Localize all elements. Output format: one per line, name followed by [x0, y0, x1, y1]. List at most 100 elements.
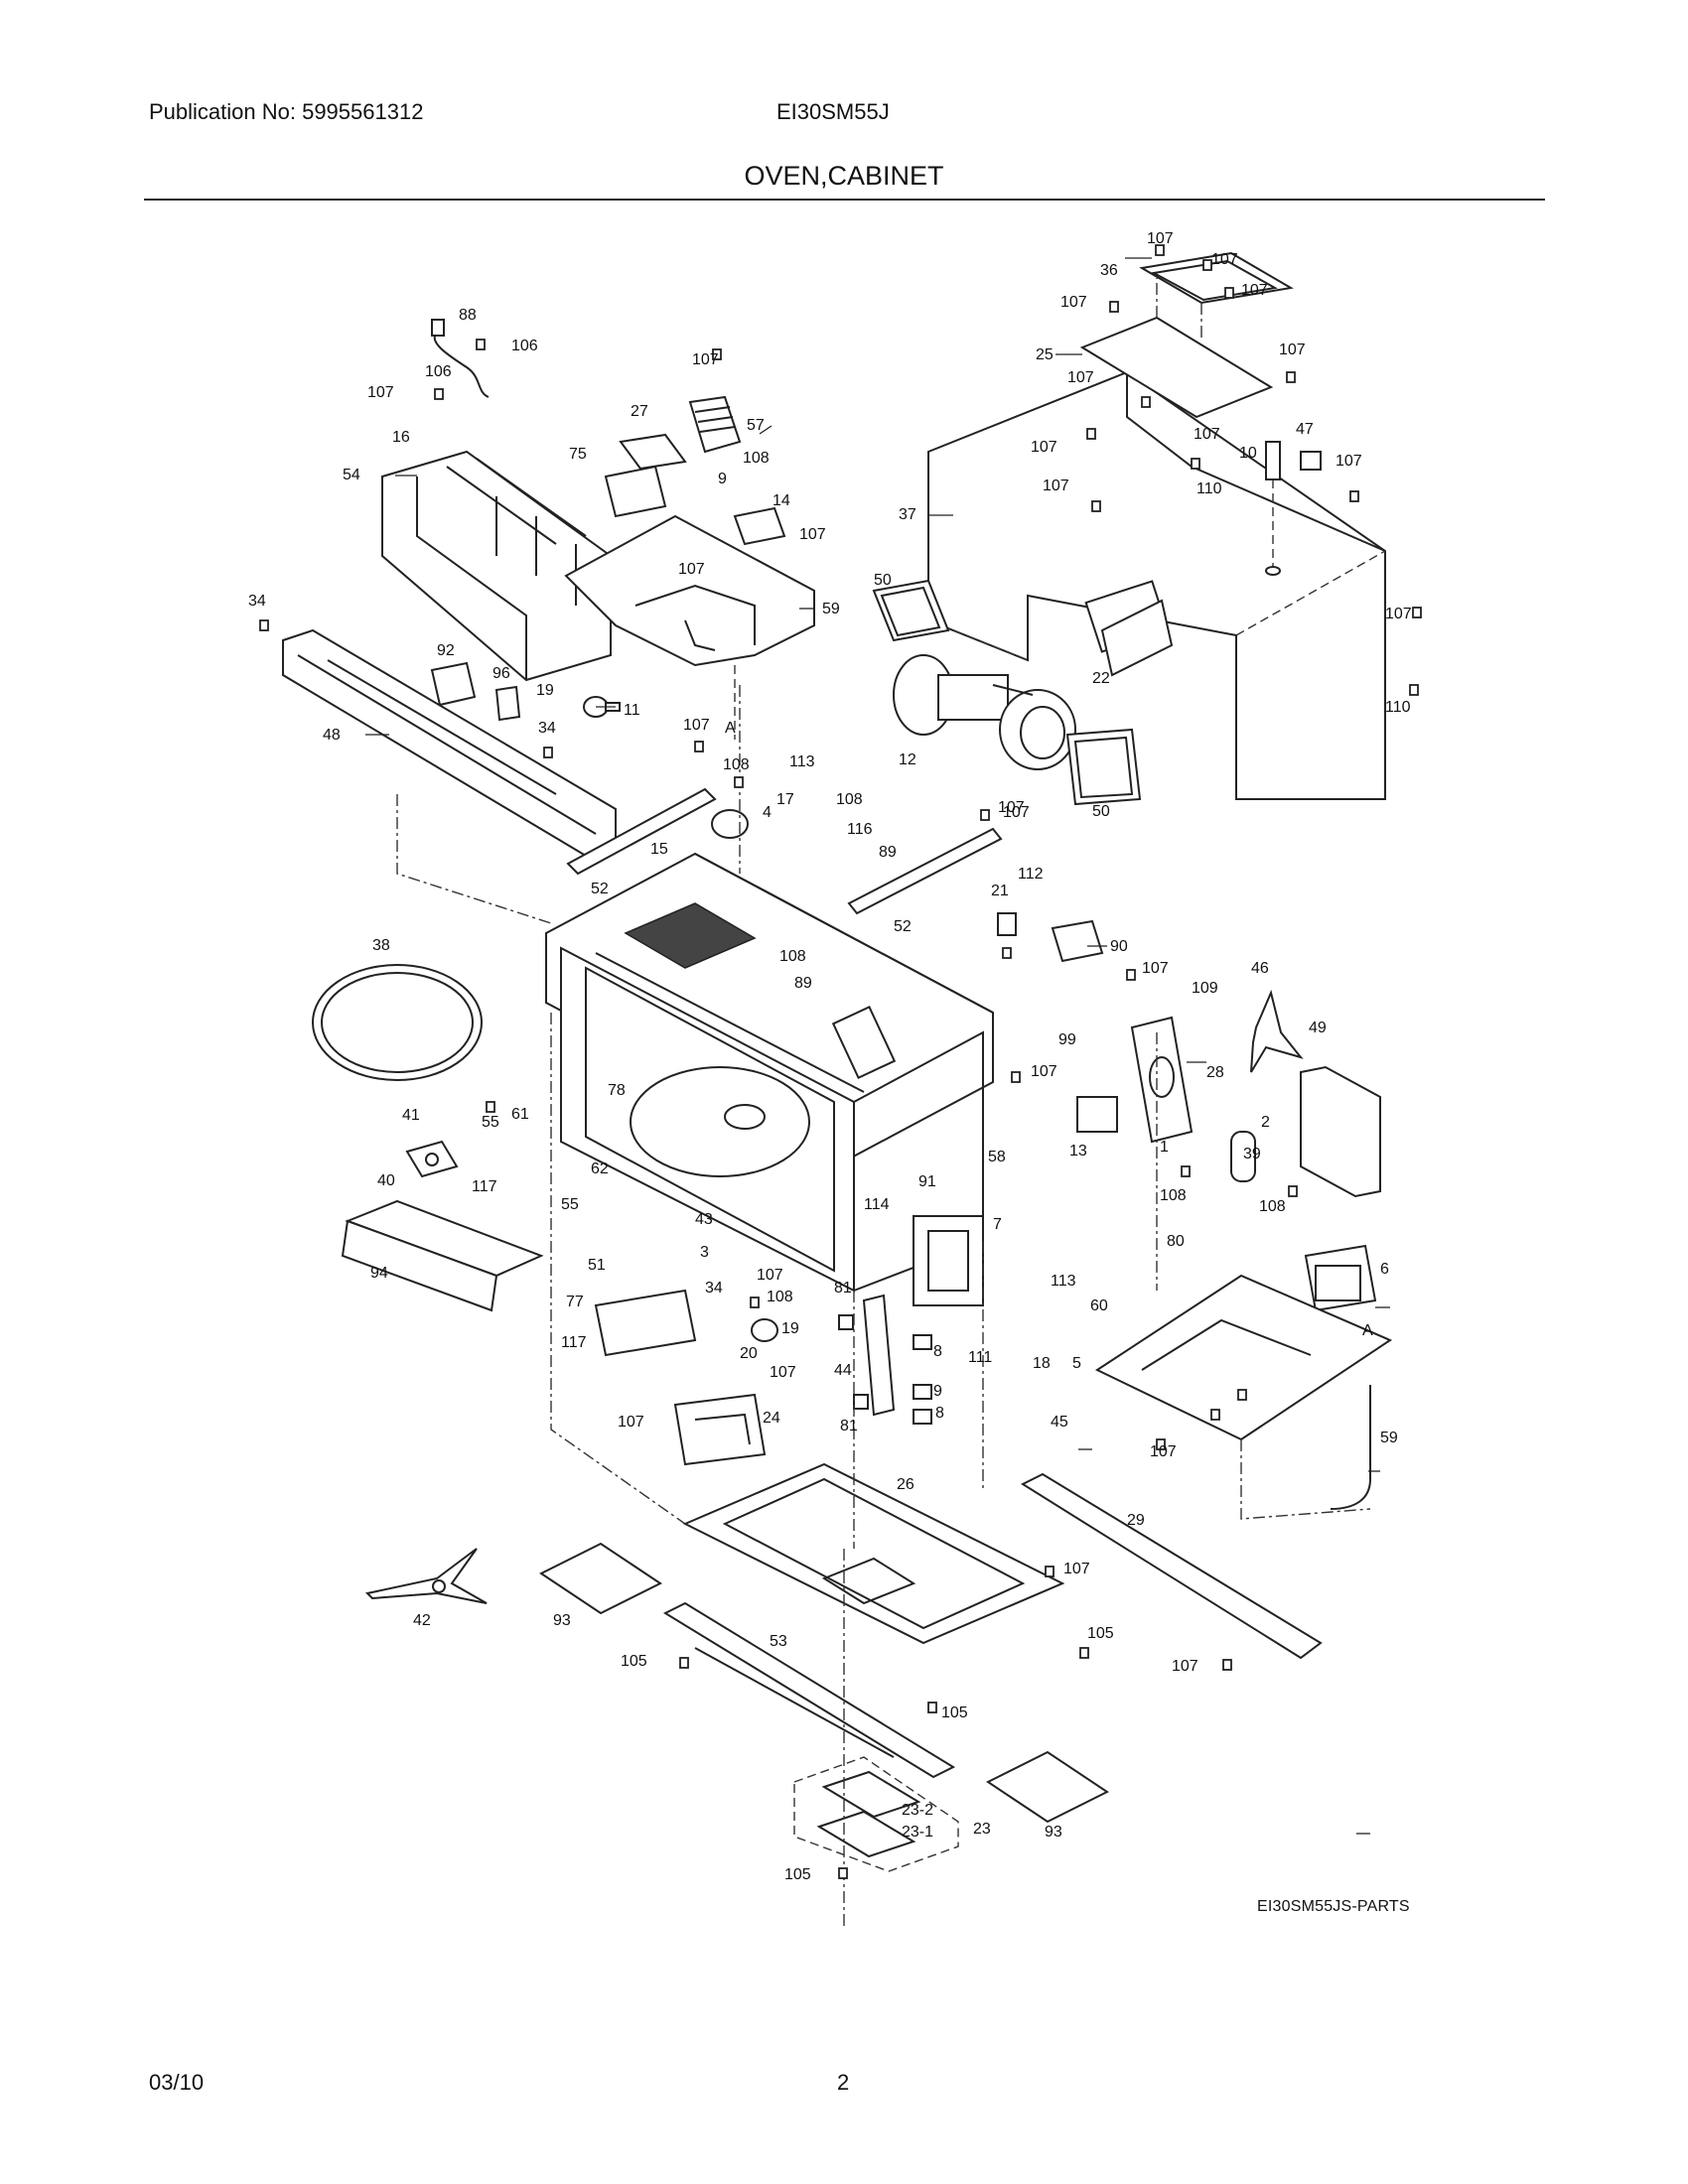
part-47-thermal-cutout	[1265, 441, 1322, 576]
callout-18: 18	[1033, 1355, 1051, 1372]
callout-110-b: 110	[1385, 699, 1411, 716]
callout-38: 38	[372, 937, 390, 954]
callout-107-x: 107	[1150, 1443, 1177, 1460]
sensor-88-harness	[431, 319, 490, 398]
filter-92	[430, 661, 477, 707]
callout-8-a: 8	[933, 1343, 942, 1360]
callout-107-g: 107	[1336, 453, 1362, 470]
callout-5: 5	[1072, 1355, 1081, 1372]
bracket-77	[594, 1289, 697, 1357]
callout-108-a: 108	[743, 450, 770, 467]
callout-36: 36	[1100, 262, 1118, 279]
callout-26: 26	[897, 1476, 914, 1493]
outer-cabinet-wrapper	[927, 370, 1386, 800]
callout-34-b: 34	[538, 720, 556, 737]
callout-109: 109	[1192, 980, 1218, 997]
callout-96: 96	[492, 665, 510, 682]
callout-3: 3	[700, 1244, 709, 1261]
callout-108-c: 108	[836, 791, 863, 808]
callout-113-b: 113	[1051, 1273, 1076, 1290]
vent-bracket-25	[1079, 278, 1274, 419]
callout-17: 17	[776, 791, 794, 808]
publication-date: 03/10	[149, 2070, 205, 2095]
callout-15: 15	[650, 841, 668, 858]
coupler-41	[405, 1140, 459, 1178]
screw-markers	[259, 244, 1422, 1879]
callout-107-k: 107	[1385, 606, 1412, 622]
callout-49: 49	[1309, 1020, 1327, 1036]
callout-107-m: 107	[367, 384, 394, 401]
callout-89-b: 89	[794, 975, 812, 992]
callout-107-c: 107	[1060, 294, 1087, 311]
callout-108-g: 108	[767, 1289, 793, 1305]
callout-4: 4	[763, 804, 772, 821]
callout-48: 48	[323, 727, 341, 744]
callout-105-b: 105	[1087, 1625, 1114, 1642]
callout-92: 92	[437, 642, 455, 659]
callout-59-a: 59	[822, 601, 840, 617]
callout-111: 111	[968, 1349, 992, 1366]
callout-55-b: 55	[561, 1196, 579, 1213]
callout-108-f: 108	[1259, 1198, 1286, 1215]
callout-46: 46	[1251, 960, 1269, 977]
callout-107-d: 107	[1241, 282, 1268, 299]
part-27-plate	[619, 433, 687, 471]
callout-1: 1	[1160, 1139, 1169, 1156]
callout-107-i: 107	[1194, 426, 1220, 443]
callout-107-y: 107	[1063, 1561, 1090, 1577]
callout-107-j: 107	[1043, 478, 1069, 494]
callout-99: 99	[1058, 1031, 1076, 1048]
panel-49	[1300, 1065, 1381, 1198]
part-90-label	[1051, 919, 1104, 963]
callout-108-e: 108	[1160, 1187, 1187, 1204]
callout-89-a: 89	[879, 844, 897, 861]
callout-47: 47	[1296, 421, 1314, 438]
part-75-bracket	[604, 465, 667, 518]
callout-A-b: A	[1362, 1322, 1373, 1339]
callout-39: 39	[1243, 1146, 1261, 1162]
callout-22: 22	[1092, 670, 1110, 687]
callout-10: 10	[1239, 445, 1257, 462]
cover-93-left	[539, 1542, 662, 1615]
cover-40	[341, 1199, 544, 1312]
roller-ring-38	[312, 964, 483, 1081]
callout-88: 88	[459, 307, 477, 324]
callout-62: 62	[591, 1160, 609, 1177]
callout-57: 57	[747, 417, 765, 434]
callout-105-d: 105	[784, 1866, 811, 1883]
callout-A-a: A	[725, 720, 736, 737]
part-57-shield	[688, 395, 742, 454]
callout-110-a: 110	[1196, 480, 1222, 497]
callout-117-a: 117	[472, 1178, 497, 1195]
fan-blade-46	[1250, 989, 1304, 1073]
latch-44	[862, 1294, 932, 1425]
callout-116: 116	[847, 821, 873, 838]
callout-78: 78	[608, 1082, 626, 1099]
capacitor-2	[1230, 1131, 1256, 1182]
callout-107-v: 107	[770, 1364, 796, 1381]
callout-91: 91	[918, 1173, 936, 1190]
callout-107-a: 107	[1147, 230, 1174, 247]
motor-4	[711, 809, 749, 839]
side-rail-29	[1020, 1472, 1323, 1660]
callout-81-a: 81	[834, 1280, 852, 1297]
callout-19-b: 19	[781, 1320, 799, 1337]
callout-61: 61	[511, 1106, 529, 1123]
callout-75: 75	[569, 446, 587, 463]
callout-59-b: 59	[1380, 1430, 1398, 1446]
callout-114: 114	[864, 1196, 890, 1213]
callout-28: 28	[1206, 1064, 1224, 1081]
callout-107-o: 107	[799, 526, 826, 543]
shelf-rail-52-right	[847, 827, 1003, 915]
callout-23-2: 23-2	[902, 1802, 933, 1819]
callout-23-1: 23-1	[902, 1824, 933, 1841]
callout-93-b: 93	[1045, 1824, 1062, 1841]
callout-50-b: 50	[1092, 803, 1110, 820]
callout-107-e: 107	[1279, 341, 1306, 358]
callout-42: 42	[413, 1612, 431, 1629]
wire-harness-59-lower	[1330, 1385, 1371, 1510]
callout-113-a: 113	[789, 753, 815, 770]
callout-105-c: 105	[941, 1705, 968, 1721]
callout-107-p: 107	[678, 561, 705, 578]
